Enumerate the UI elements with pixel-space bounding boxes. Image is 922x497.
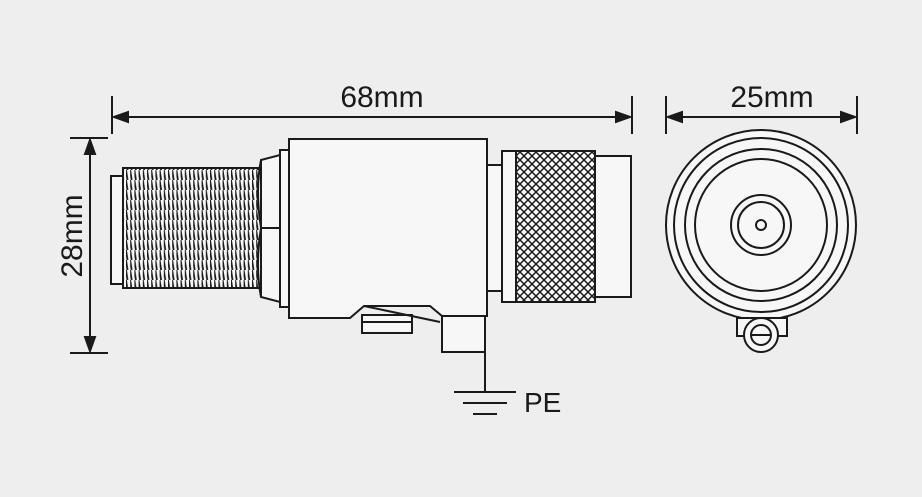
main-body [288,138,488,319]
diameter-label: 25mm [730,81,813,114]
length-label: 68mm [340,81,423,114]
diameter-dimension [665,96,858,134]
height-dimension [70,137,108,354]
height-label: 28mm [56,194,89,277]
hex-nut [257,149,290,308]
knurled-coupling [486,150,632,303]
ground-symbol-icon [454,352,516,415]
ground-lug [736,317,788,353]
threaded-connector [110,167,262,289]
length-dimension [111,96,633,134]
end-view [665,129,857,321]
ground-label: PE [524,387,561,418]
ground-clamp [361,305,486,353]
